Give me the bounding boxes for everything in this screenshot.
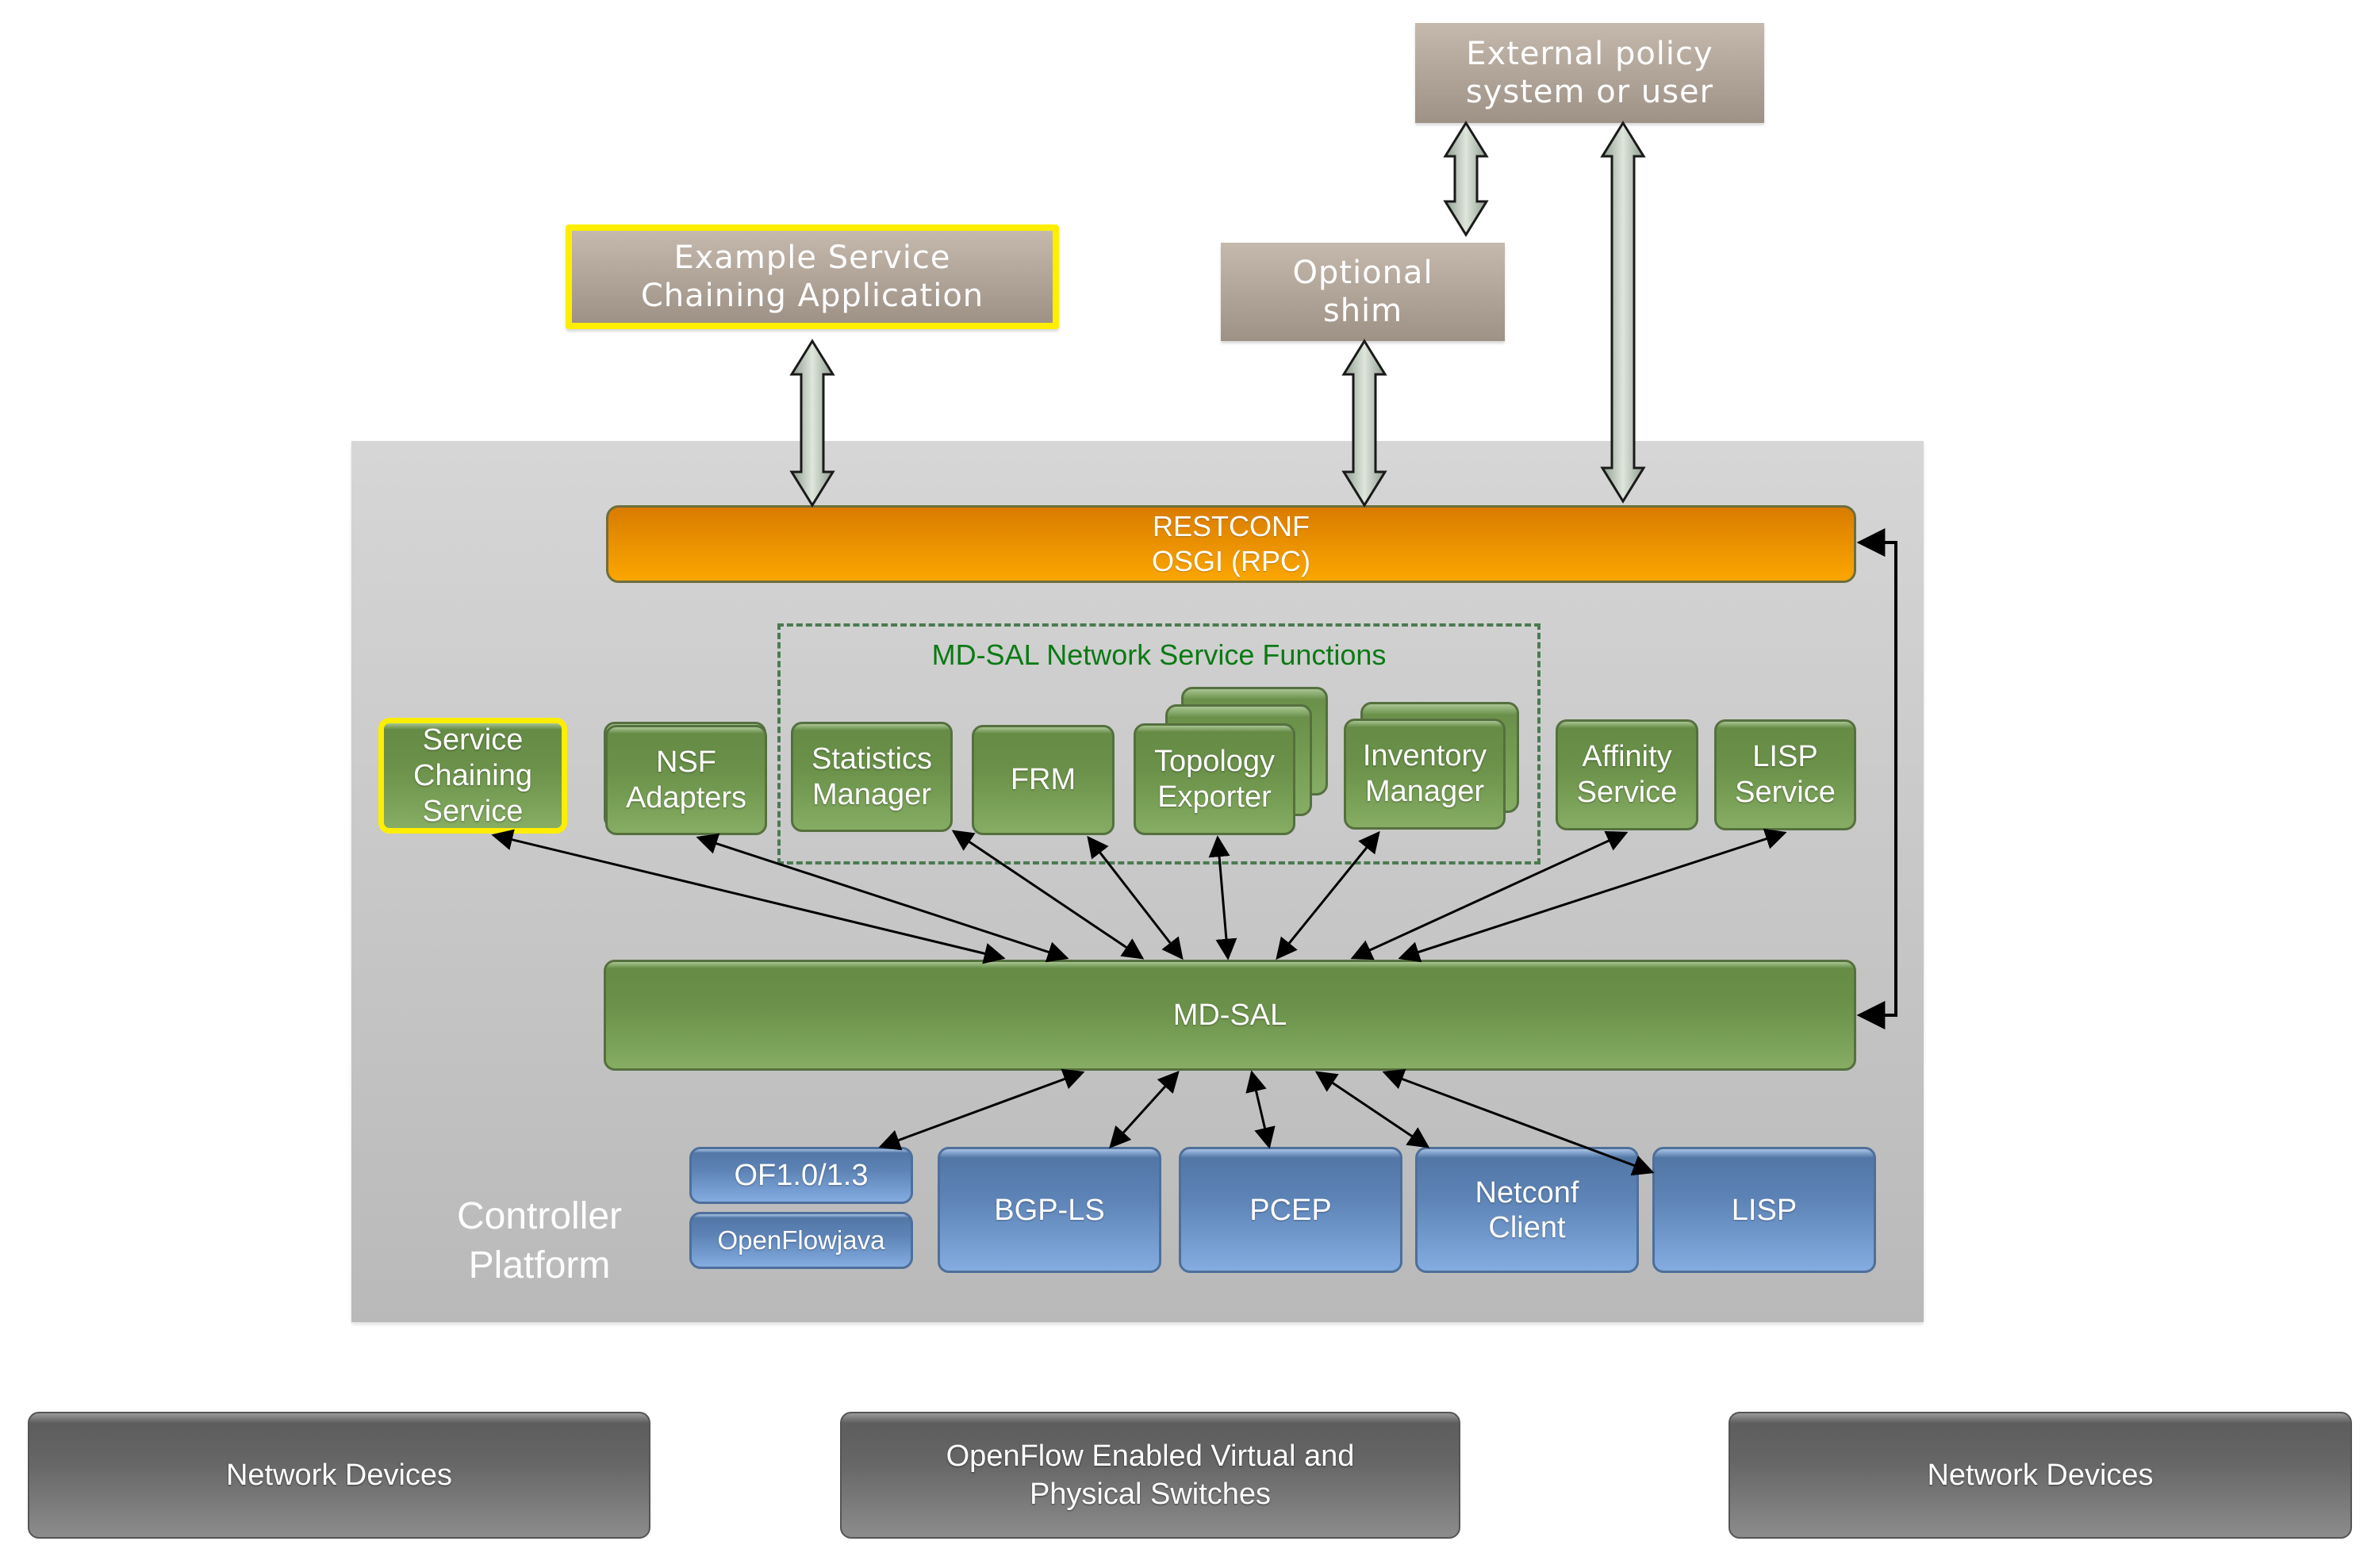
network-devices-left-box[interactable]: Network Devices: [28, 1412, 650, 1539]
app-restconf-arrow: [789, 339, 835, 508]
arrow-affinity-mdsal: [1350, 830, 1629, 960]
optional-shim-box[interactable]: Optional shim: [1221, 243, 1505, 341]
md-sal-nsf-group-title: MD-SAL Network Service Functions: [931, 638, 1387, 671]
nsf-adapters-box[interactable]: NSF Adapters: [605, 725, 767, 835]
topology-exporter-box[interactable]: Topology Exporter: [1134, 723, 1295, 835]
statistics-manager-box[interactable]: Statistics Manager: [791, 722, 953, 832]
arrow-mdsal-lisp: [1382, 1068, 1655, 1176]
arrow-mdsal-of: [878, 1068, 1085, 1151]
arrow-topology-mdsal: [1208, 835, 1237, 960]
of-plugin-box[interactable]: OF1.0/1.3: [689, 1147, 913, 1204]
restconf-osgi-bar[interactable]: RESTCONF OSGI (RPC): [606, 505, 1856, 583]
arrow-mdsal-pcep: [1245, 1070, 1276, 1149]
network-devices-right-box[interactable]: Network Devices: [1728, 1412, 2352, 1539]
external-policy-system-box[interactable]: External policy system or user: [1415, 23, 1764, 123]
shim-restconf-arrow: [1341, 339, 1387, 508]
arrow-lisp-service-mdsal: [1398, 828, 1787, 963]
arrow-inventory-mdsal: [1276, 830, 1380, 960]
openflow-switches-box[interactable]: OpenFlow Enabled Virtual and Physical Sw…: [840, 1412, 1460, 1539]
md-sal-bar[interactable]: MD-SAL: [604, 960, 1856, 1071]
service-chaining-service-box[interactable]: Service Chaining Service: [378, 718, 567, 834]
arrow-mdsal-bgp: [1109, 1070, 1180, 1149]
policy-shim-arrow: [1443, 121, 1489, 237]
controller-platform-label: Controller Platform: [456, 1195, 623, 1286]
example-service-chaining-app-box[interactable]: Example Service Chaining Application: [566, 224, 1059, 329]
arrow-statistics-mdsal: [951, 830, 1145, 960]
restconf-mdsal-feedback-arrow: [1856, 528, 1897, 1029]
openflowjava-box[interactable]: OpenFlowjava: [689, 1212, 913, 1269]
inventory-manager-box[interactable]: Inventory Manager: [1344, 719, 1506, 830]
lisp-plugin-box[interactable]: LISP: [1652, 1147, 1876, 1273]
policy-restconf-arrow: [1600, 121, 1646, 504]
pcep-box[interactable]: PCEP: [1179, 1147, 1402, 1273]
arrow-frm-mdsal: [1087, 835, 1184, 960]
lisp-service-box[interactable]: LISP Service: [1714, 719, 1856, 830]
